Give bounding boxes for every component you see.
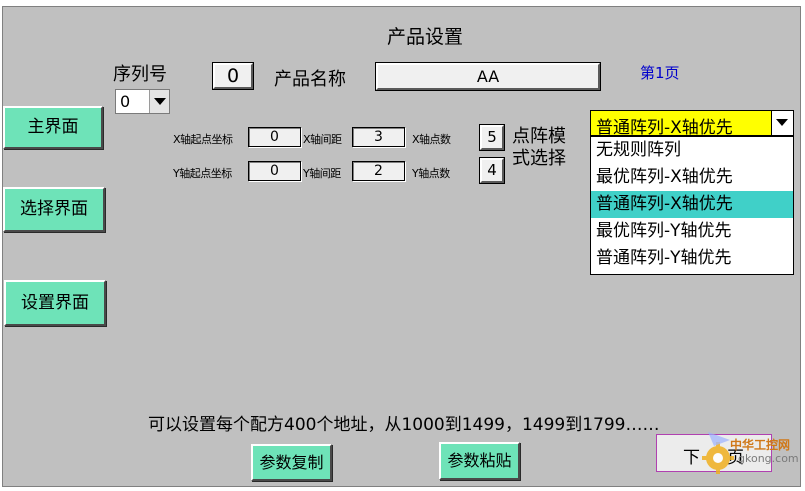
- serial-select[interactable]: 0: [115, 89, 170, 114]
- watermark-line2: gkong.com: [738, 452, 799, 465]
- paste-params-button[interactable]: 参数粘贴: [439, 442, 520, 480]
- y-start-field[interactable]: 0: [248, 161, 301, 181]
- page-title: 产品设置: [386, 26, 463, 48]
- pattern-mode-options: 无规则阵列 最优阵列-X轴优先 普通阵列-X轴优先 最优阵列-Y轴优先 普通阵列…: [590, 136, 794, 275]
- pattern-mode-selected: 普通阵列-X轴优先: [596, 118, 733, 138]
- product-name-label: 产品名称: [274, 69, 346, 90]
- serial-select-value: 0: [120, 92, 131, 111]
- pattern-option[interactable]: 普通阵列-Y轴优先: [596, 248, 732, 268]
- pattern-mode-label: 点阵模 式选择: [512, 126, 566, 170]
- y-gap-field[interactable]: 2: [352, 161, 405, 181]
- x-gap-field[interactable]: 3: [352, 127, 405, 147]
- y-gap-label: Y轴间距: [303, 167, 341, 180]
- product-name-field[interactable]: AA: [376, 63, 600, 90]
- pattern-mode-label-line1: 点阵模: [512, 126, 566, 147]
- x-start-label: X轴起点坐标: [173, 133, 233, 146]
- watermark-line1: 中华工控网: [730, 438, 791, 452]
- next-page-label-b: 页: [727, 448, 744, 468]
- settings-screen-button[interactable]: 设置界面: [4, 280, 106, 326]
- serial-label: 序列号: [113, 64, 167, 85]
- info-text: 可以设置每个配方400个地址，从1000到1499，1499到1799……: [148, 415, 660, 435]
- pattern-option[interactable]: 最优阵列-X轴优先: [596, 167, 733, 187]
- gkong-watermark: 中华工控网 gkong.com: [700, 420, 805, 475]
- x-start-field[interactable]: 0: [248, 127, 301, 147]
- copy-params-button[interactable]: 参数复制: [251, 444, 332, 481]
- next-page-label-a: 下: [683, 448, 700, 468]
- gear-icon: [702, 432, 734, 474]
- x-points-field[interactable]: 5: [480, 125, 504, 150]
- pattern-option[interactable]: 无规则阵列: [596, 140, 681, 160]
- y-points-label: Y轴点数: [412, 167, 450, 180]
- x-gap-label: X轴间距: [303, 133, 342, 146]
- pattern-mode-label-line2: 式选择: [512, 148, 566, 169]
- serial-number-field[interactable]: 0: [213, 63, 253, 89]
- pattern-option-highlighted[interactable]: 普通阵列-X轴优先: [591, 191, 793, 218]
- x-points-label: X轴点数: [412, 133, 451, 146]
- chevron-down-icon[interactable]: [149, 90, 169, 113]
- main-screen-button[interactable]: 主界面: [3, 106, 103, 149]
- select-screen-button[interactable]: 选择界面: [3, 187, 105, 232]
- page-indicator: 第1页: [640, 64, 680, 82]
- pattern-mode-dropdown[interactable]: 普通阵列-X轴优先: [590, 110, 794, 138]
- chevron-down-icon[interactable]: [771, 111, 793, 135]
- y-start-label: Y轴起点坐标: [173, 167, 232, 180]
- pattern-option[interactable]: 最优阵列-Y轴优先: [596, 221, 732, 241]
- y-points-field[interactable]: 4: [480, 158, 504, 183]
